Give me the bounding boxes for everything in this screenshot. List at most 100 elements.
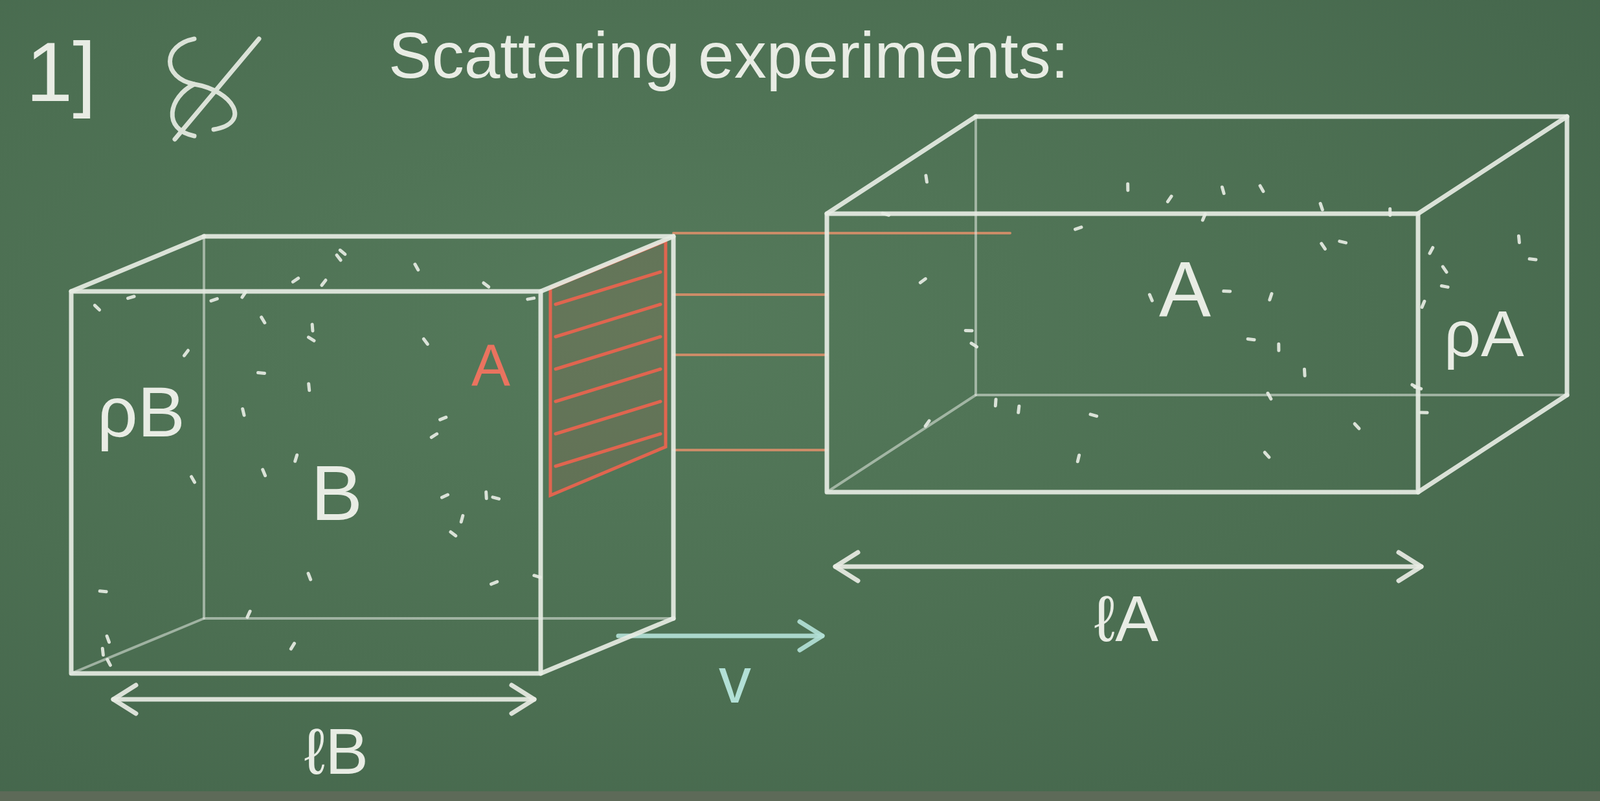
particle-dot [1354, 423, 1360, 429]
particle-dot [339, 249, 346, 254]
particle-dot [1517, 235, 1522, 243]
arrow-head [799, 621, 823, 651]
hidden-edge [203, 236, 674, 619]
box-edge [975, 116, 1567, 395]
particle-dot [1077, 455, 1079, 462]
arrow-head [1398, 552, 1422, 581]
particle-dot [971, 343, 977, 347]
particle-dot [191, 476, 195, 483]
particle-dot [993, 399, 998, 406]
particle-dot [1260, 185, 1264, 192]
particle-dot [242, 409, 245, 416]
hidden-edge [975, 116, 1567, 395]
density-label: ρA [1443, 297, 1525, 370]
particle-dot [1412, 384, 1419, 388]
scattering-body: AρA [826, 116, 1567, 493]
length-label: ℓB [304, 715, 369, 787]
particle-dot [1276, 343, 1281, 351]
dimension-arrows [113, 552, 1422, 714]
section-number: 1] [25, 25, 96, 119]
particle-dot [106, 635, 109, 642]
particle-dot [925, 420, 930, 427]
box-edge [826, 213, 1419, 493]
particle-dot [1388, 208, 1392, 215]
arrow-shaft [113, 697, 535, 702]
particle-dot [925, 175, 928, 182]
box-edge [540, 618, 674, 674]
particle-dot [1202, 214, 1206, 221]
box-edge [826, 116, 976, 214]
arrow-head [113, 685, 136, 714]
particle-dot [423, 338, 428, 344]
box-wireframe [71, 236, 674, 674]
particle-dot [415, 264, 419, 271]
particle-dot [1339, 241, 1347, 243]
particle-dot [102, 648, 103, 656]
particle-dot [261, 317, 265, 324]
particle-dot [308, 383, 310, 391]
particle-dot [534, 575, 541, 578]
box-edge [540, 236, 674, 292]
particle-dot [183, 350, 188, 356]
arrow-shaft [835, 564, 1422, 570]
particle-dot [1018, 405, 1020, 413]
particle-dot [1264, 452, 1270, 458]
particle-dot [1090, 414, 1097, 417]
projection-lines [673, 233, 1011, 451]
particle-dot [1075, 227, 1082, 230]
particle-dot [310, 324, 315, 331]
body-name: B [310, 450, 363, 536]
box-edge [71, 236, 204, 292]
particle-dot [1421, 301, 1425, 307]
box-edge [1418, 394, 1567, 493]
particle-dot [461, 515, 463, 522]
box-edge [71, 291, 541, 674]
particle-dot [1167, 196, 1172, 202]
particle-dot [1247, 338, 1255, 340]
particle-dot [258, 371, 265, 375]
particle-dot [290, 643, 294, 650]
particle-dot [492, 497, 500, 500]
arrow-shaft [618, 633, 823, 639]
particle-dot [1221, 187, 1224, 194]
particle-dot [336, 255, 341, 261]
particle-dot [247, 611, 250, 618]
particle-dot [295, 455, 298, 462]
body-name: A [1159, 246, 1211, 332]
particle-dot [441, 494, 448, 498]
particle-dot [1441, 286, 1448, 288]
particle-dot [920, 279, 926, 283]
hidden-edge [826, 394, 976, 493]
box-edge [1418, 116, 1567, 214]
particle-dot [292, 278, 298, 283]
particle-dot [321, 280, 326, 286]
particle-dot [1267, 393, 1272, 399]
scattering-body: ρB B [71, 236, 674, 674]
particle-dot [440, 416, 447, 420]
particle-dot [262, 469, 266, 476]
particle-dot [1420, 411, 1428, 415]
particle-dot [99, 589, 107, 594]
particle-dot [1429, 247, 1433, 254]
heading: Scattering experiments: [388, 19, 1070, 91]
dimension-arrow [835, 552, 1422, 581]
particle-dot [491, 581, 498, 585]
arrow-head [835, 552, 858, 581]
particle-dot [483, 282, 489, 287]
particle-dot [431, 433, 437, 438]
hidden-edge [71, 618, 204, 674]
particle-dot [527, 297, 535, 300]
box-edge [203, 236, 674, 619]
scribble-symbol [170, 38, 260, 140]
particle-dot [882, 213, 890, 215]
chalk-ledge [0, 791, 1600, 801]
length-label: ℓA [1094, 582, 1159, 654]
density-label: ρB [97, 372, 186, 451]
particle-dot [242, 292, 247, 298]
particle-dot [128, 296, 135, 299]
particle-dot [1223, 289, 1231, 293]
particle-dot [1529, 259, 1536, 260]
arrow-head [511, 685, 535, 714]
particle-dot [965, 328, 972, 333]
